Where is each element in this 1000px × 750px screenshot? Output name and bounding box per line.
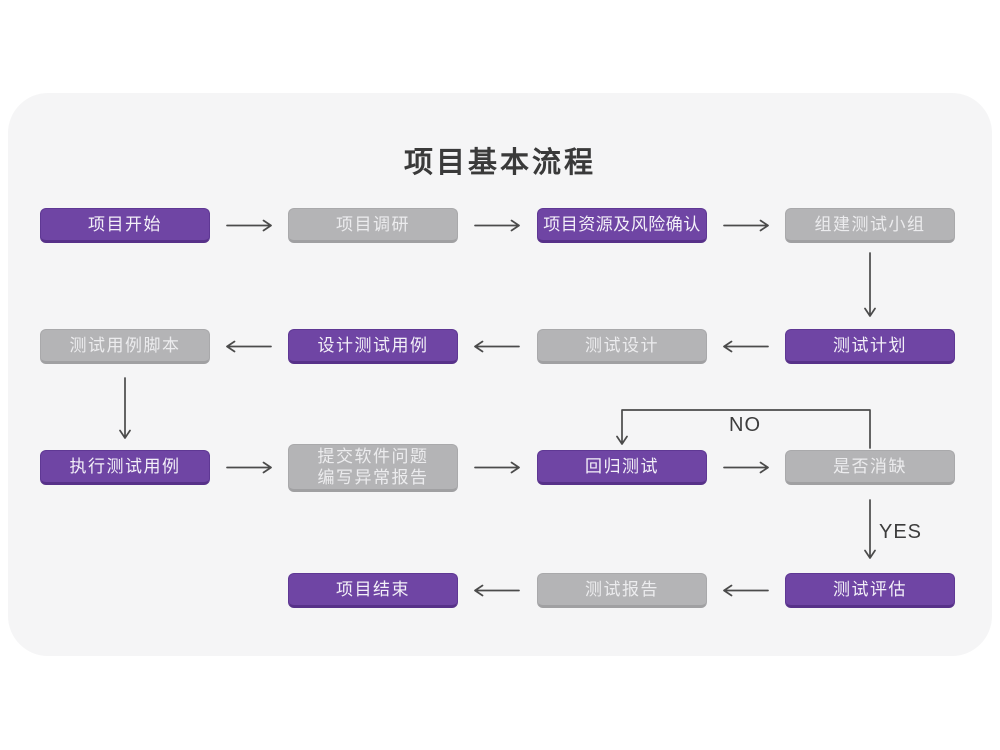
node-label: 测试计划 bbox=[833, 336, 907, 355]
node-label: 测试设计 bbox=[585, 336, 659, 355]
node-label: 设计测试用例 bbox=[317, 336, 429, 355]
diagram-title: 项目基本流程 bbox=[403, 147, 596, 179]
node-test-plan: 测试计划 bbox=[785, 329, 955, 364]
node-submit-issue-report: 提交软件问题 编写异常报告 bbox=[288, 444, 458, 492]
node-label-line2: 编写异常报告 bbox=[317, 468, 429, 487]
node-label: 回归测试 bbox=[585, 457, 659, 476]
node-label: 组建测试小组 bbox=[814, 215, 926, 234]
node-label: 项目开始 bbox=[88, 215, 162, 234]
node-label: 项目调研 bbox=[336, 215, 410, 234]
node-label: 测试报告 bbox=[585, 580, 659, 599]
node-test-case-scripts: 测试用例脚本 bbox=[40, 329, 210, 364]
node-regression-test: 回归测试 bbox=[537, 450, 707, 485]
node-defect-resolved: 是否消缺 bbox=[785, 450, 955, 485]
node-label: 执行测试用例 bbox=[69, 457, 181, 476]
node-execute-test-cases: 执行测试用例 bbox=[40, 450, 210, 485]
node-label: 测试评估 bbox=[833, 580, 907, 599]
node-label: 是否消缺 bbox=[833, 457, 907, 476]
node-build-test-team: 组建测试小组 bbox=[785, 208, 955, 243]
node-project-start: 项目开始 bbox=[40, 208, 210, 243]
node-resources-risk-confirm: 项目资源及风险确认 bbox=[537, 208, 707, 243]
flowchart-card bbox=[8, 93, 992, 656]
node-label-line1: 提交软件问题 bbox=[317, 447, 429, 466]
node-test-report: 测试报告 bbox=[537, 573, 707, 608]
node-label: 项目结束 bbox=[336, 580, 410, 599]
node-label: 测试用例脚本 bbox=[69, 336, 181, 355]
branch-label-no: NO bbox=[729, 414, 761, 436]
node-design-test-cases: 设计测试用例 bbox=[288, 329, 458, 364]
node-label: 项目资源及风险确认 bbox=[543, 215, 701, 234]
node-test-design: 测试设计 bbox=[537, 329, 707, 364]
node-project-end: 项目结束 bbox=[288, 573, 458, 608]
node-test-evaluation: 测试评估 bbox=[785, 573, 955, 608]
node-project-research: 项目调研 bbox=[288, 208, 458, 243]
branch-label-yes: YES bbox=[879, 521, 923, 543]
